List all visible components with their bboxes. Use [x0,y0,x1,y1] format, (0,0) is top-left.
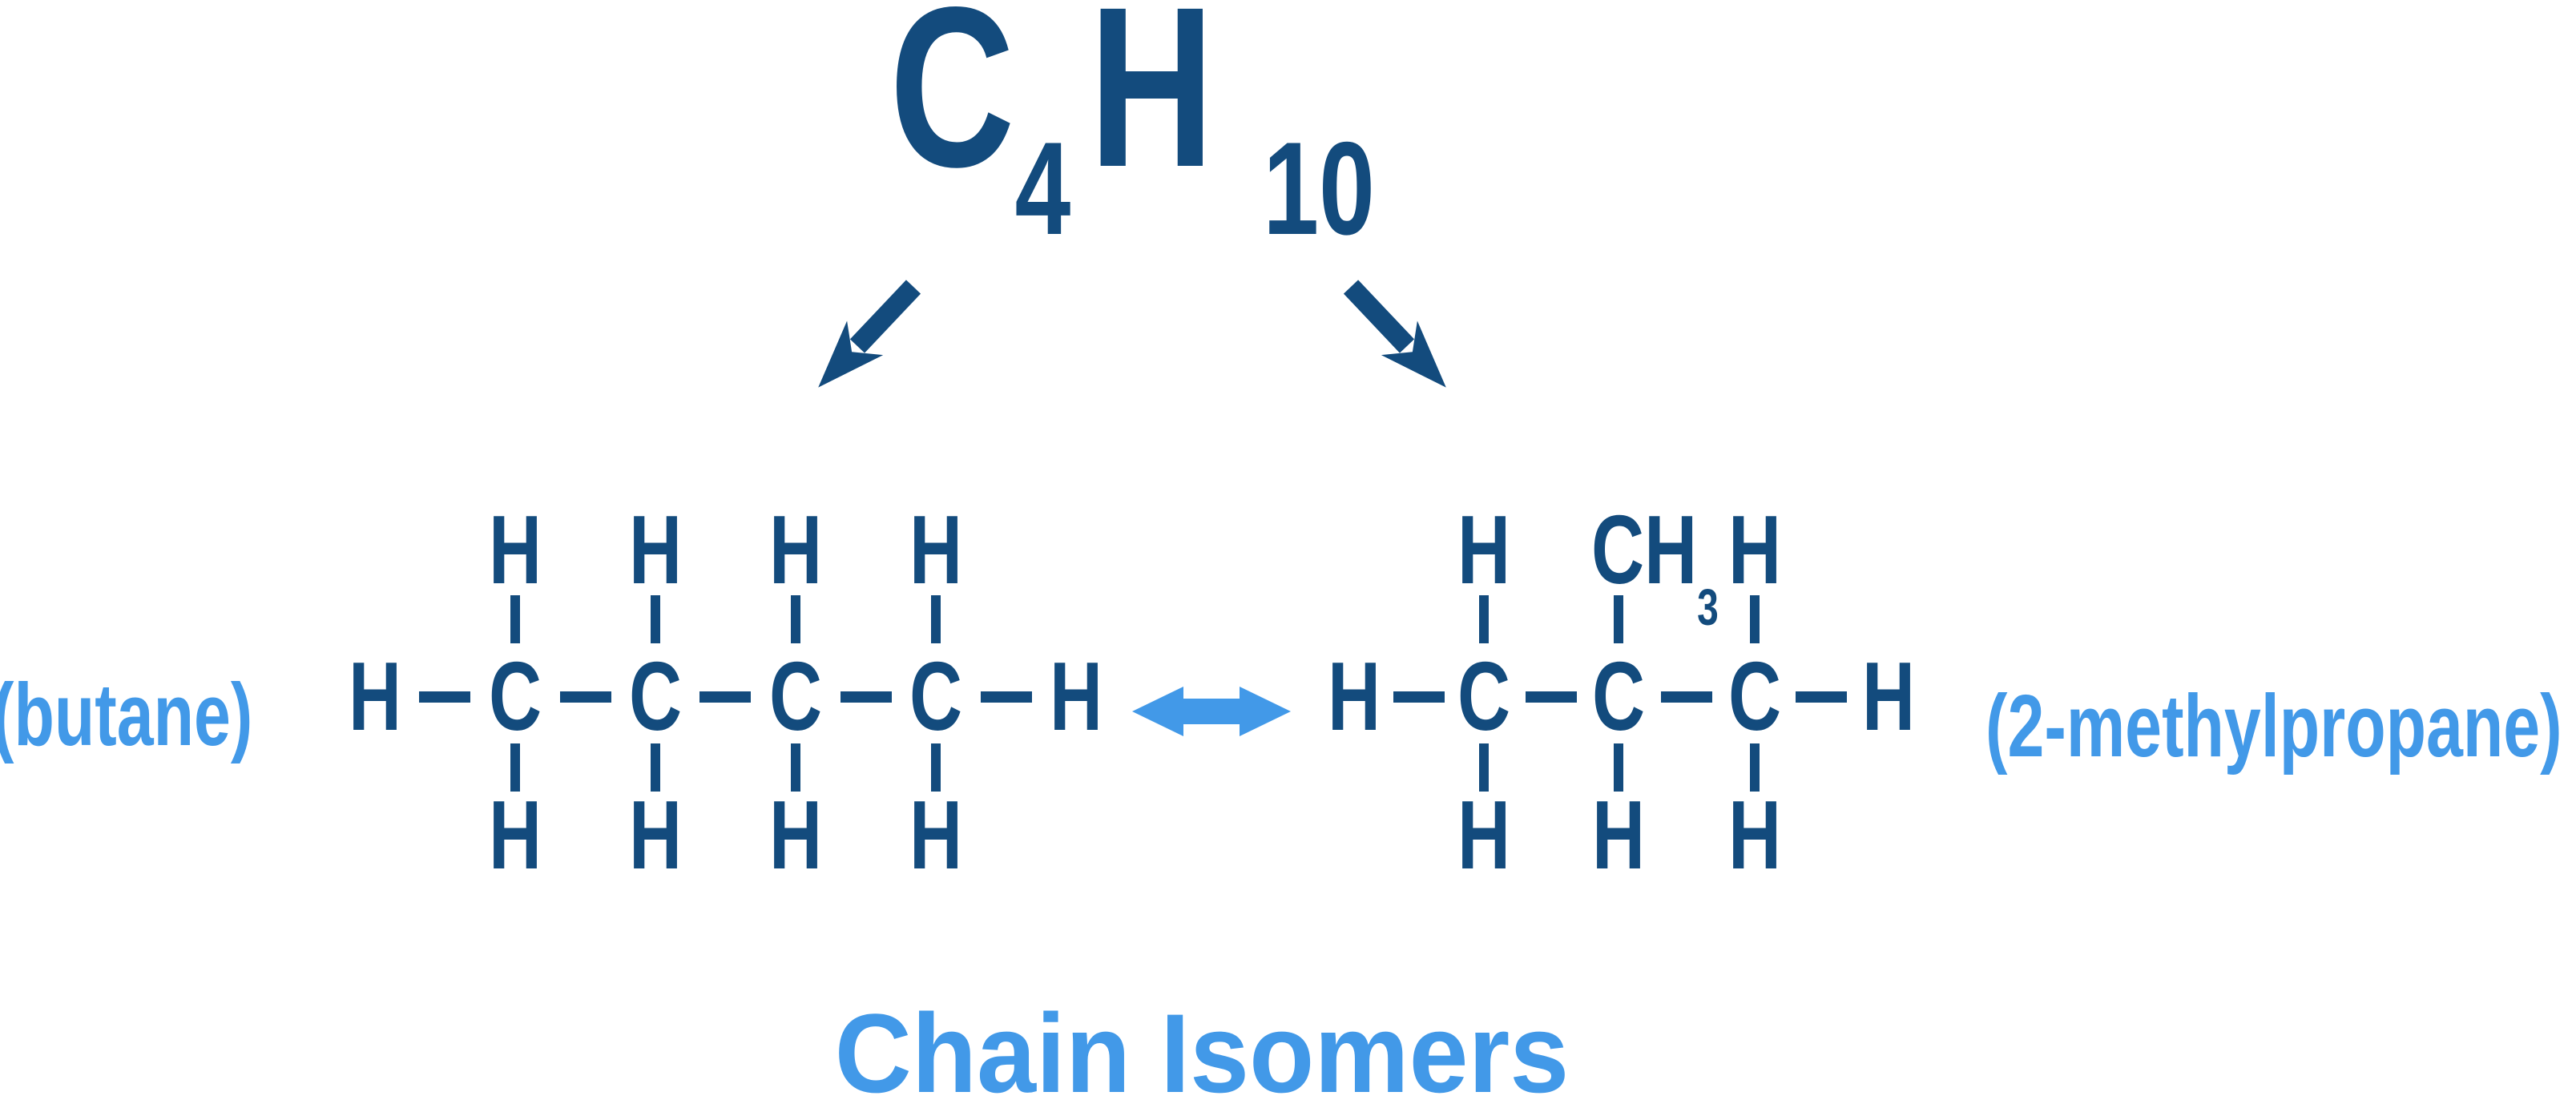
atom-hydrogen: H [628,780,683,889]
formula-hydrogen-subscript: 10 [1263,115,1375,262]
atom-carbon: C [488,642,542,751]
atom-hydrogen: H [1591,780,1646,889]
bond-vertical [1750,595,1760,643]
bond-vertical [931,743,941,792]
atom-hydrogen: H [909,495,963,604]
atom-hydrogen: H [1327,642,1381,751]
bond-vertical [791,743,800,792]
formula-hydrogen: H [1089,0,1215,215]
atom-carbon: C [1727,642,1782,751]
bond-horizontal [560,691,611,703]
atom-carbon: C [768,642,823,751]
branch-arrow-right-icon [1343,280,1446,388]
methylpropane-label: (2-methylpropane) [1985,677,2562,776]
diagram-title: Chain Isomers [834,990,1570,1116]
bond-horizontal [419,691,470,703]
bond-horizontal [1796,691,1847,703]
bond-horizontal [1393,691,1445,703]
formula-carbon: C [889,0,1015,215]
butane-label: (butane) [0,666,253,764]
bond-vertical [1750,743,1760,792]
methyl-ch: CH [1591,495,1698,604]
bond-vertical [1614,595,1623,643]
bond-vertical [510,743,520,792]
methyl-subscript: 3 [1697,578,1719,636]
branch-arrow-left-icon [818,280,921,388]
atom-hydrogen: H [348,642,402,751]
bond-horizontal [1526,691,1577,703]
atom-hydrogen: H [488,495,542,604]
methyl-group: CH3 [1591,501,1719,633]
bond-vertical [931,595,941,643]
atom-hydrogen: H [1457,780,1511,889]
bond-horizontal [1661,691,1712,703]
bond-vertical [791,595,800,643]
atom-carbon: C [628,642,683,751]
atom-hydrogen: H [1457,495,1511,604]
bond-horizontal [981,691,1032,703]
atom-hydrogen: H [768,780,823,889]
atom-hydrogen: H [628,495,683,604]
branch-arrows [818,280,1446,388]
bond-vertical [1479,595,1489,643]
atom-hydrogen: H [1861,642,1916,751]
atom-carbon: C [1457,642,1511,751]
formula-carbon-subscript: 4 [1014,115,1071,262]
bond-horizontal [699,691,751,703]
atom-hydrogen: H [1727,495,1782,604]
bond-vertical [1614,743,1623,792]
bond-vertical [510,595,520,643]
bond-vertical [1479,743,1489,792]
bond-vertical [651,743,660,792]
atom-hydrogen: H [488,780,542,889]
atom-hydrogen: H [909,780,963,889]
bond-horizontal [841,691,892,703]
atom-carbon: C [1591,642,1646,751]
atom-carbon: C [909,642,963,751]
atom-hydrogen: H [1727,780,1782,889]
bond-vertical [651,595,660,643]
equivalence-arrow-icon [1132,687,1291,736]
atom-hydrogen: H [1049,642,1103,751]
atom-hydrogen: H [768,495,823,604]
